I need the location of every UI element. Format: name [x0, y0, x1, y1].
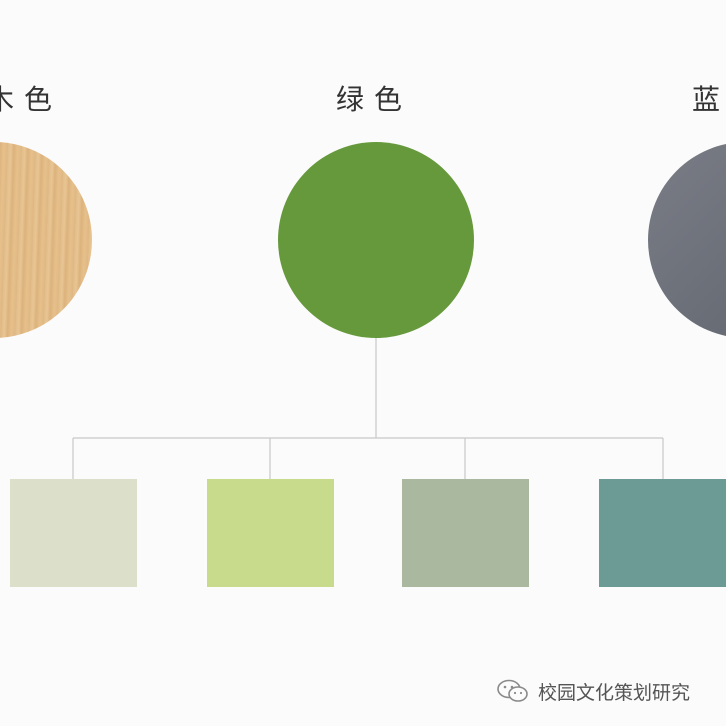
label-wood-color: 木色: [0, 83, 63, 116]
watermark-text: 校园文化策划研究: [538, 681, 691, 704]
palette-swatch-teal: [599, 479, 726, 587]
green-color-circle: [278, 142, 474, 338]
watermark: 校园文化策划研究: [496, 676, 690, 706]
wood-color-circle: [0, 142, 92, 338]
palette-swatch-grey-green: [402, 479, 529, 587]
palette-swatch-lime: [207, 479, 334, 587]
palette-swatch-light-sage: [10, 479, 137, 587]
label-blue-color: 蓝色: [692, 83, 726, 116]
wechat-icon: [496, 679, 530, 703]
blue-color-circle: [648, 142, 726, 338]
label-green-color: 绿色: [336, 83, 413, 116]
